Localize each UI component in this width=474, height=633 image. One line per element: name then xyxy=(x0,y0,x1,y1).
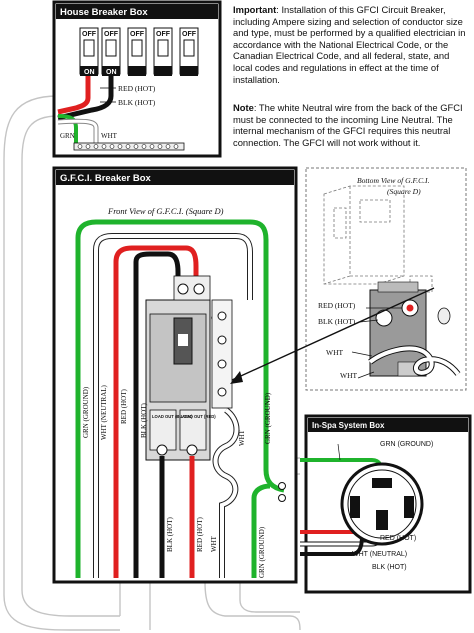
label-grn-ground-bottom: GRN (GROUND) xyxy=(258,526,266,578)
important-note: Important: Installation of this GFCI Cir… xyxy=(233,4,471,85)
svg-text:OFF: OFF xyxy=(82,31,97,38)
house-grn-label: GRN xyxy=(60,132,75,140)
gfci-green-out xyxy=(251,483,271,578)
breaker-switch: OFF xyxy=(127,27,147,76)
gfci-black-hot-wire xyxy=(133,251,181,578)
breaker-switches: OFF ON OFF ON OFF OFF xyxy=(79,27,199,76)
bottom-view-panel: Bottom View of G.F.C.I. (Square D) xyxy=(230,167,467,391)
svg-text:ON: ON xyxy=(84,69,95,76)
svg-text:OFF: OFF xyxy=(182,31,197,38)
house-box-frame xyxy=(52,0,222,158)
load-out-red-label: LOAD OUT (RED) xyxy=(181,414,216,419)
label-wht-neutral-left: WHT (NEUTRAL) xyxy=(100,384,108,440)
red-hot-terminal xyxy=(406,304,414,312)
front-view-title: Front View of G.F.C.I. (Square D) xyxy=(107,206,224,216)
important-note-heading: Important xyxy=(233,4,277,15)
house-red-wire xyxy=(57,76,91,115)
bottom-red-label: RED (HOT) xyxy=(318,301,356,310)
spa-box-title: In-Spa System Box xyxy=(312,421,385,430)
neutral-note: Note: The white Neutral wire from the ba… xyxy=(233,102,473,148)
bottom-view-title-1: Bottom View of G.F.C.I. xyxy=(357,176,430,185)
house-box-title-bar xyxy=(56,4,218,19)
house-wht-label: WHT xyxy=(101,132,118,140)
gfci-breaker-box: G.F.C.I. Breaker Box Front View of G.F.C… xyxy=(52,166,298,584)
house-red-label: RED (HOT) xyxy=(118,84,156,93)
label-wht-pigtail: WHT xyxy=(238,429,246,446)
label-grn-ground-left: GRN (GROUND) xyxy=(82,386,90,438)
load-out-black-label: LOAD OUT (BLACK) xyxy=(152,414,193,419)
house-breaker-box: House Breaker Box OFF ON OFF ON OFF xyxy=(52,0,222,158)
spa-system-box: In-Spa System Box GRN (GROUND) RED (HOT)… xyxy=(300,414,472,594)
gfci-box-title-bar xyxy=(56,170,294,185)
spa-wht-label: WHT (NEUTRAL) xyxy=(352,551,407,558)
gfci-red-hot-wire xyxy=(113,245,199,578)
bottom-wht-label-1: WHT xyxy=(326,348,343,357)
house-blk-label: BLK (HOT) xyxy=(118,98,156,107)
gfci-neutral-strip xyxy=(211,299,233,409)
svg-text:OFF: OFF xyxy=(130,31,145,38)
house-box-title: House Breaker Box xyxy=(60,7,148,18)
neutral-note-heading: Note xyxy=(233,102,254,113)
bottom-blk-label: BLK (HOT) xyxy=(318,317,356,326)
pointer-arrow xyxy=(231,287,435,381)
label-red-hot-left: RED (HOT) xyxy=(120,389,128,424)
spa-blk-label: BLK (HOT) xyxy=(372,564,407,571)
house-black-wire xyxy=(57,76,114,121)
breaker-switch: OFF ON xyxy=(79,27,99,76)
important-note-text: : Installation of this GFCI Circuit Brea… xyxy=(233,4,466,85)
label-blk-hot-bottom: BLK (HOT) xyxy=(166,517,174,552)
breaker-switch: OFF xyxy=(153,27,173,76)
svg-text:ON: ON xyxy=(106,69,117,76)
spa-grn-label: GRN (GROUND) xyxy=(380,441,433,448)
gfci-box-title: G.F.C.I. Breaker Box xyxy=(60,173,152,184)
spa-box-title-bar xyxy=(308,418,468,432)
breaker-switch: OFF xyxy=(179,27,199,76)
svg-text:OFF: OFF xyxy=(104,31,119,38)
label-blk-hot-left: BLK (HOT) xyxy=(140,403,148,438)
bottom-wht-label-2: WHT xyxy=(340,371,357,380)
gfci-green-ground-wire xyxy=(75,219,285,578)
breaker-switch: OFF ON xyxy=(101,27,121,76)
conduits xyxy=(3,95,301,631)
terminal-screws xyxy=(77,144,179,149)
spa-red-label: RED (HOT) xyxy=(380,535,416,542)
svg-text:OFF: OFF xyxy=(156,31,171,38)
label-wht-bottom: WHT xyxy=(210,535,218,552)
neutral-note-text: : The white Neutral wire from the back o… xyxy=(233,102,463,148)
label-grn-ground-right: GRN (GROUND) xyxy=(264,392,272,444)
label-red-hot-bottom: RED (HOT) xyxy=(196,517,204,552)
